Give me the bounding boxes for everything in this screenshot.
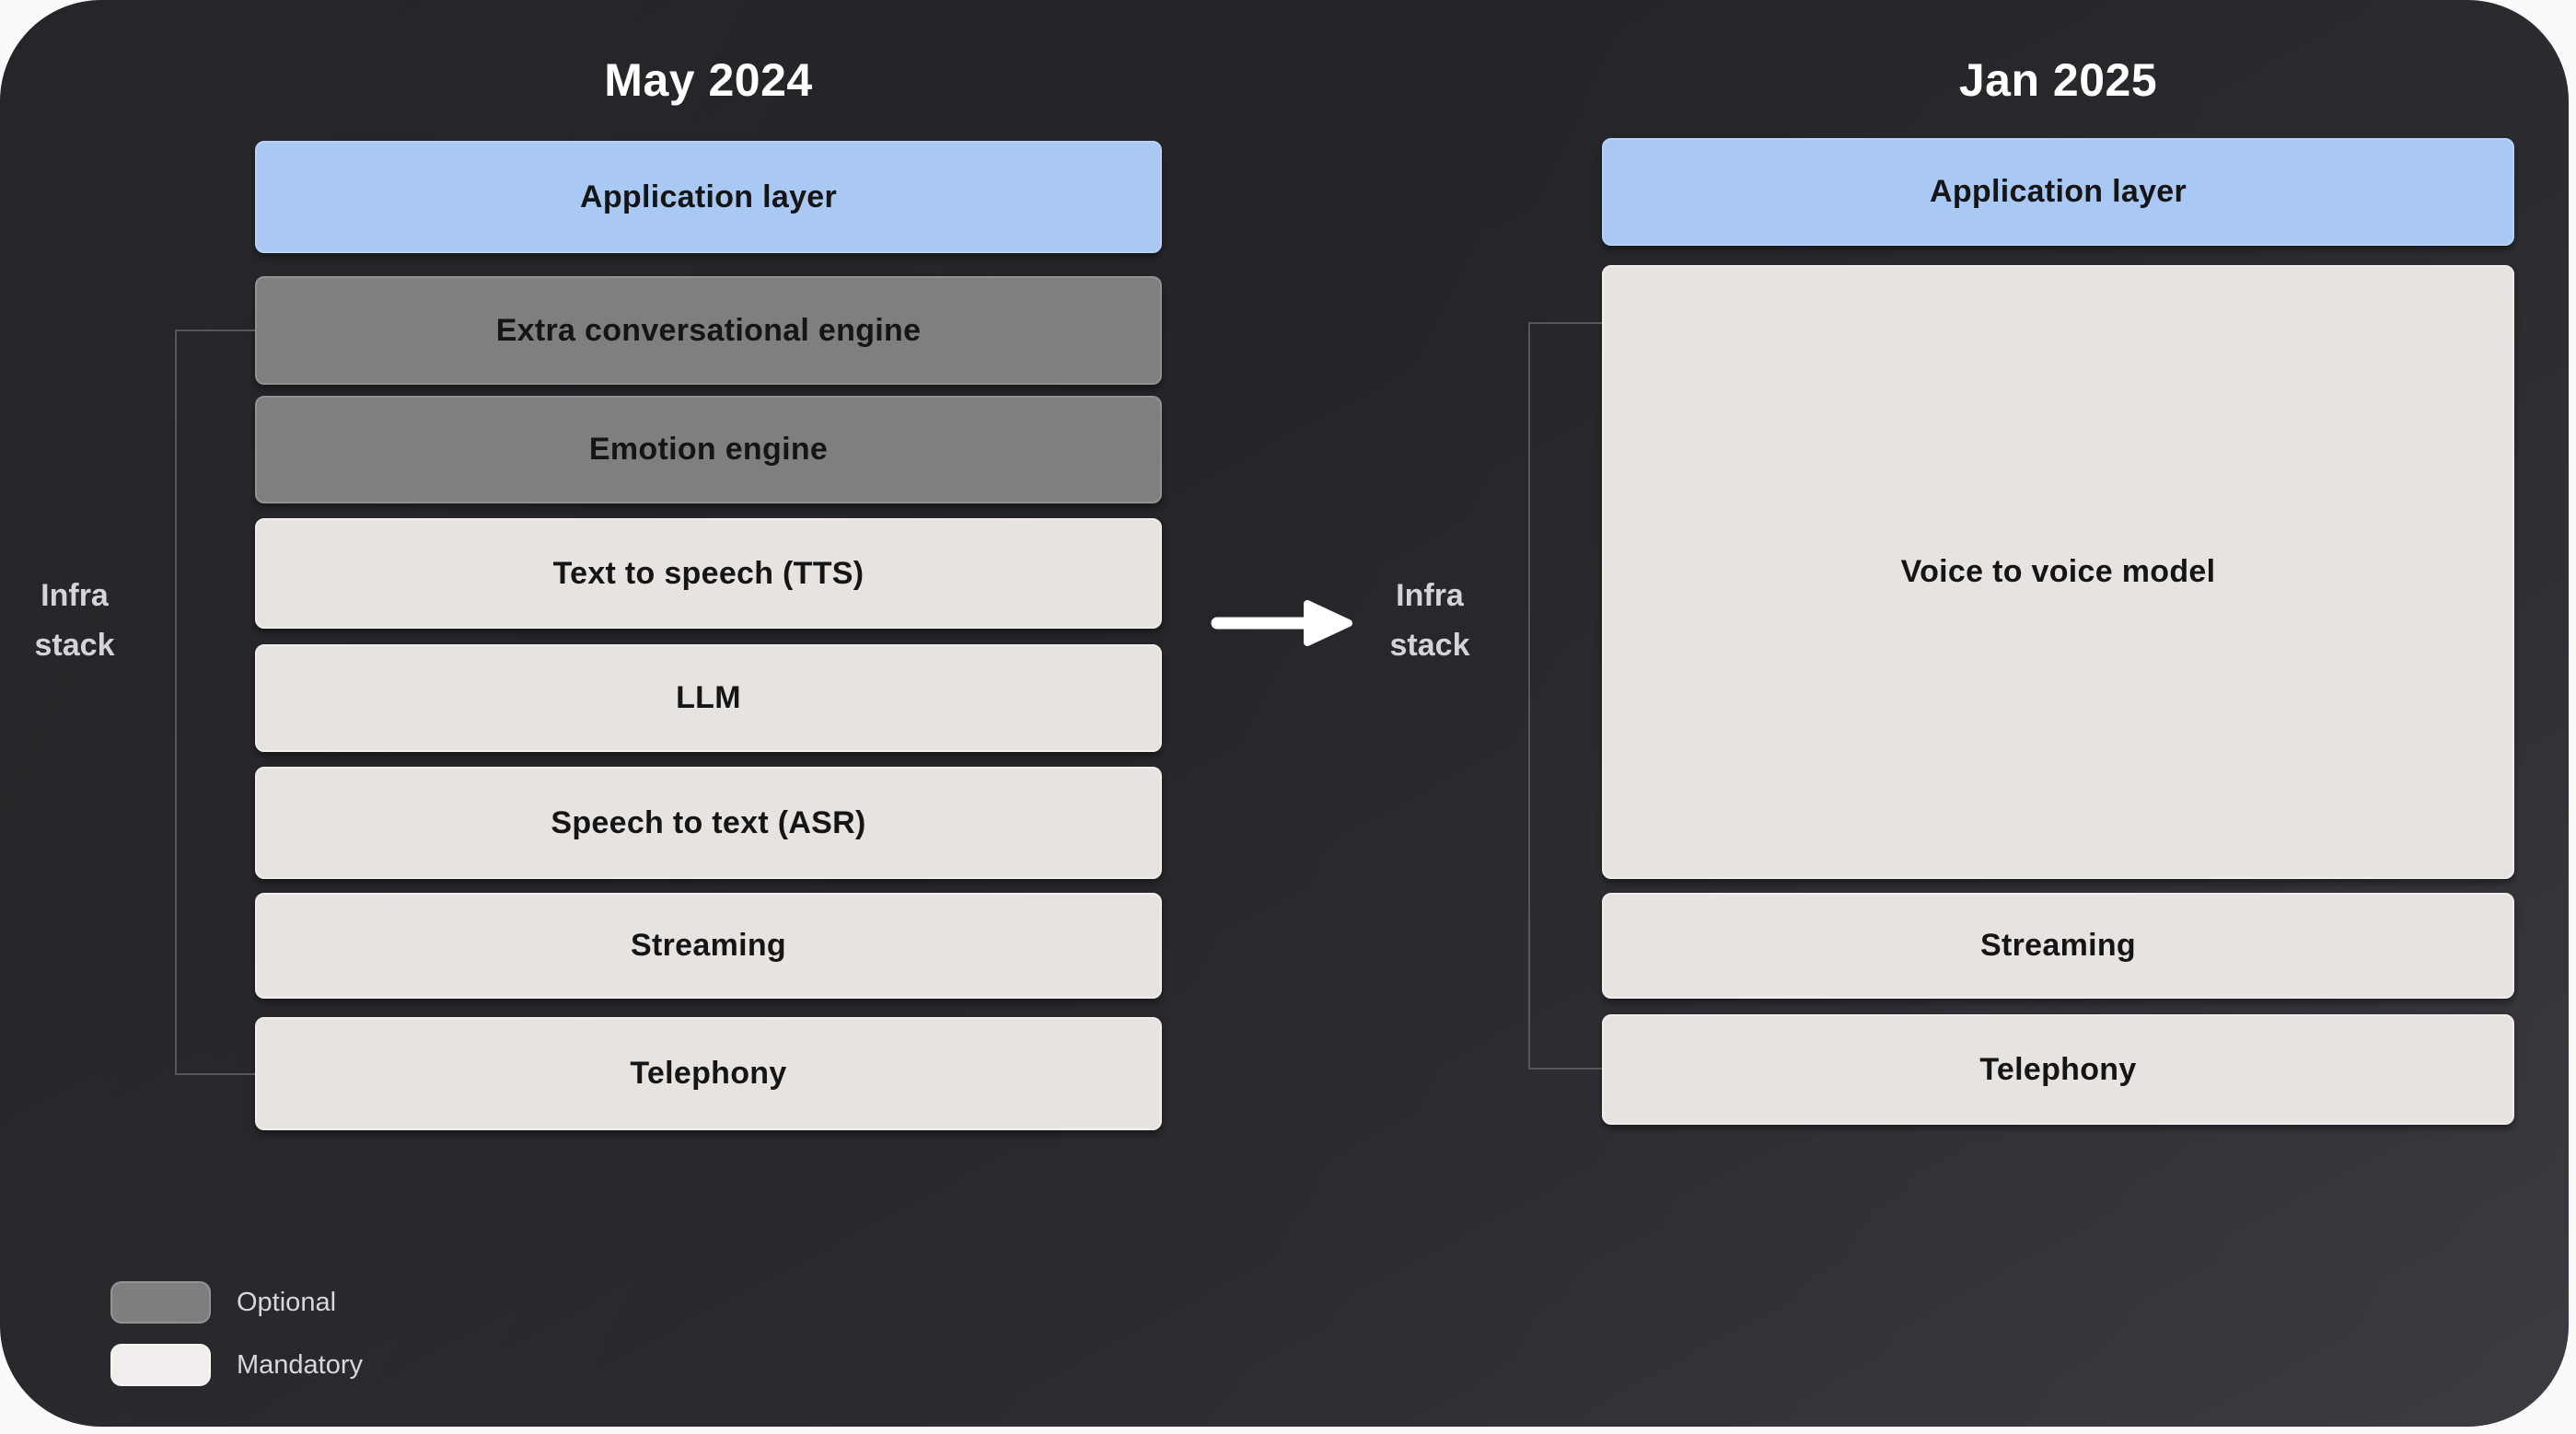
right-stack-bracket bbox=[1528, 322, 1602, 1070]
left-stack-bracket bbox=[175, 330, 255, 1075]
box-telephony-right: Telephony bbox=[1602, 1014, 2514, 1125]
infra-stack-label-left-line2: stack bbox=[34, 628, 115, 663]
infra-stack-label-left-line1: Infra bbox=[41, 578, 109, 613]
legend-optional-swatch bbox=[110, 1281, 211, 1324]
legend: Optional Mandatory bbox=[110, 1281, 363, 1406]
legend-item-mandatory: Mandatory bbox=[110, 1344, 363, 1386]
legend-item-optional: Optional bbox=[110, 1281, 363, 1324]
box-emotion-engine: Emotion engine bbox=[255, 396, 1162, 503]
infra-stack-label-right-line1: Infra bbox=[1396, 578, 1464, 613]
box-streaming-left: Streaming bbox=[255, 893, 1162, 999]
box-text-to-speech: Text to speech (TTS) bbox=[255, 518, 1162, 629]
right-arrow-icon bbox=[1211, 600, 1352, 646]
box-extra-conversational-engine: Extra conversational engine bbox=[255, 276, 1162, 385]
box-application-layer-left: Application layer bbox=[255, 141, 1162, 253]
box-llm: LLM bbox=[255, 644, 1162, 752]
legend-mandatory-swatch bbox=[110, 1344, 211, 1386]
box-voice-to-voice-model: Voice to voice model bbox=[1602, 265, 2514, 879]
infra-stack-label-left: Infra stack bbox=[0, 571, 149, 670]
right-stack-title: Jan 2025 bbox=[1958, 54, 2158, 106]
legend-optional-label: Optional bbox=[237, 1287, 337, 1317]
infra-stack-label-right: Infra stack bbox=[1355, 571, 1504, 670]
infra-stack-label-right-line2: stack bbox=[1389, 628, 1470, 663]
box-telephony-left: Telephony bbox=[255, 1017, 1162, 1130]
left-stack-title: May 2024 bbox=[604, 54, 813, 106]
legend-mandatory-label: Mandatory bbox=[237, 1349, 364, 1380]
box-speech-to-text: Speech to text (ASR) bbox=[255, 767, 1162, 879]
box-application-layer-right: Application layer bbox=[1602, 138, 2514, 246]
box-streaming-right: Streaming bbox=[1602, 893, 2514, 999]
